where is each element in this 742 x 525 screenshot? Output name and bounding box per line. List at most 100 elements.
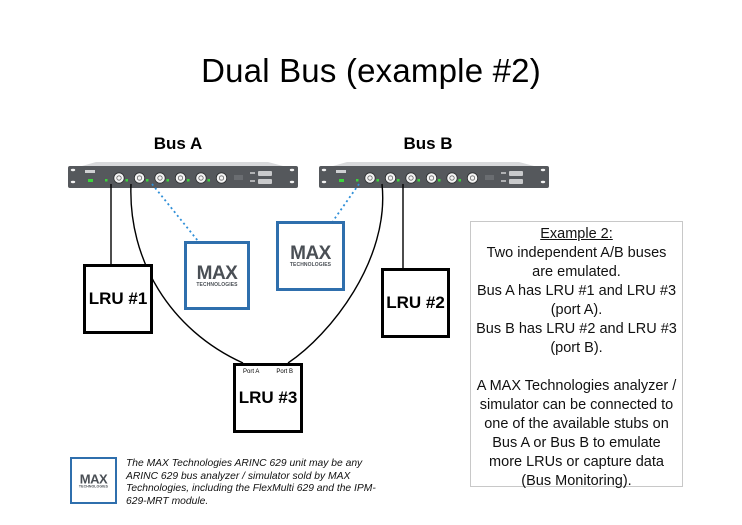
max-analyzer-bus-b: MAX TECHNOLOGIES [276, 221, 345, 291]
stub-led-icon [417, 179, 420, 182]
max-logo-word: MAX [290, 242, 331, 264]
lru-1-box: LRU #1 [83, 264, 153, 334]
example-heading: Example 2: [540, 226, 613, 242]
stub-connector-icon [446, 172, 458, 184]
rack-mount-hole-icon [321, 180, 327, 184]
port-label-mark [250, 172, 255, 174]
db9-port-icon [258, 179, 272, 184]
power-led-icon [88, 179, 93, 182]
power-led-icon [339, 179, 344, 182]
connector-pin-ring [136, 175, 143, 181]
lru-1-label: LRU #1 [88, 289, 148, 308]
stub-led-icon [125, 179, 128, 182]
stub-connector-icon [466, 172, 479, 184]
stub-connector-icon [195, 172, 207, 184]
stub-led-icon [146, 179, 149, 182]
max-technologies-logo: MAX TECHNOLOGIES [279, 244, 342, 269]
wire-bus-a-to-lru3-port-a [130, 183, 244, 364]
max-technologies-logo: MAX TECHNOLOGIES [187, 263, 247, 288]
lru-2-label: LRU #2 [386, 293, 445, 312]
connector-pin-ring [428, 175, 435, 181]
coupler-top-surface [82, 162, 283, 166]
db9-port-icon [509, 171, 523, 176]
status-indicator [485, 175, 494, 180]
description-line: (Bus Monitoring). [521, 473, 632, 489]
lru-3-port-b-label: Port B [276, 369, 293, 375]
description-line: one of the available stubs on [484, 416, 669, 432]
analyzer-link-bus-a [151, 183, 199, 242]
stub-led-icon [376, 179, 379, 182]
stub-connector-icon [154, 172, 166, 184]
description-line: Two independent A/B buses [486, 245, 667, 261]
stub-connector-icon [215, 172, 228, 184]
description-line: A MAX Technologies analyzer / [476, 378, 677, 394]
rack-mount-hole-icon [70, 180, 76, 184]
stub-connector-icon [133, 172, 146, 184]
db9-port-icon [258, 171, 272, 176]
lru-3-port-a-label: Port A [243, 369, 260, 375]
max-logo-subtitle: TECHNOLOGIES [78, 484, 109, 489]
lru-3-box: Port A Port B LRU #3 [233, 363, 303, 433]
connector-pin-ring [449, 175, 455, 181]
connector-pin-ring [469, 175, 476, 181]
rack-mount-hole-icon [540, 168, 546, 172]
connector-pin-ring [218, 175, 225, 181]
stub-led-icon [166, 179, 169, 182]
port-label-mark [501, 180, 506, 182]
connector-pin-ring [367, 175, 373, 181]
stub-led-icon [356, 179, 359, 182]
bus-a-label: Bus A [153, 134, 203, 153]
bus-a-coupler-unit [68, 162, 298, 188]
max-logo-word: MAX [196, 262, 238, 284]
stub-led-icon [438, 179, 441, 182]
connector-pin-ring [116, 175, 122, 181]
bus-b-label: Bus B [403, 134, 453, 153]
example-description-box: Example 2: Two independent A/B buses are… [470, 221, 683, 489]
legend-footnote: The MAX Technologies ARINC 629 unit may … [126, 458, 376, 507]
stub-led-icon [105, 179, 108, 182]
rack-mount-hole-icon [321, 168, 327, 172]
coupler-top-surface [333, 162, 534, 166]
description-line: (port A). [550, 302, 603, 318]
legend-max-logo: MAX TECHNOLOGIES [70, 457, 117, 504]
lru-2-box: LRU #2 [381, 268, 450, 338]
stub-connector-icon [405, 172, 417, 184]
stub-led-icon [187, 179, 190, 182]
stub-led-icon [207, 179, 210, 182]
wire-bus-b-to-lru3-port-b [287, 183, 384, 364]
stub-connector-icon [364, 172, 376, 184]
rack-mount-hole-icon [289, 168, 295, 172]
coupler-logo-mark [85, 170, 95, 173]
stub-led-icon [397, 179, 400, 182]
connector-pin-ring [177, 175, 184, 181]
max-logo-subtitle: TECHNOLOGIES [196, 281, 238, 288]
description-line: Bus B has LRU #2 and LRU #3 [476, 321, 677, 337]
description-line: Bus A has LRU #1 and LRU #3 [476, 283, 677, 299]
max-analyzer-bus-a: MAX TECHNOLOGIES [184, 241, 250, 310]
stub-connector-icon [425, 172, 438, 184]
slide-title: Dual Bus (example #2) [201, 52, 541, 89]
description-line: simulator can be connected to [479, 397, 674, 413]
bus-b-coupler-unit [319, 162, 549, 188]
lru-3-label: LRU #3 [238, 388, 298, 407]
stub-led-icon [458, 179, 461, 182]
connector-pin-ring [387, 175, 394, 181]
connector-pin-ring [198, 175, 204, 181]
port-label-mark [501, 172, 506, 174]
stub-connector-icon [113, 172, 125, 184]
port-label-mark [250, 180, 255, 182]
max-technologies-logo: MAX TECHNOLOGIES [72, 472, 115, 489]
rack-mount-hole-icon [540, 180, 546, 184]
db9-port-icon [509, 179, 523, 184]
rack-mount-hole-icon [289, 180, 295, 184]
status-indicator [234, 175, 243, 180]
max-logo-subtitle: TECHNOLOGIES [289, 261, 332, 268]
coupler-logo-mark [336, 170, 346, 173]
rack-mount-hole-icon [70, 168, 76, 172]
stub-connector-icon [174, 172, 187, 184]
stub-connector-icon [384, 172, 397, 184]
description-line: (port B). [550, 340, 603, 356]
description-line: are emulated. [532, 264, 621, 280]
connector-pin-ring [408, 175, 414, 181]
